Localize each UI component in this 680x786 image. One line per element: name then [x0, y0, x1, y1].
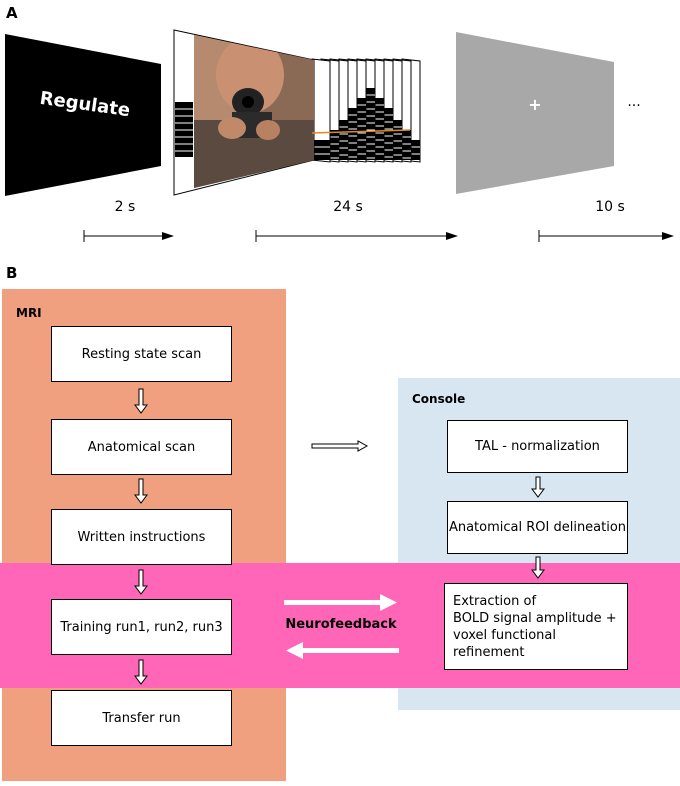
duration-cue: 2 s — [114, 199, 136, 215]
step-anatomical-scan: Anatomical scan — [51, 419, 232, 475]
down-arrow-console-2 — [531, 556, 545, 579]
neurofeedback-label: Neurofeedback — [285, 617, 397, 632]
panel-a-label: A — [6, 4, 18, 22]
feedback-frame-front — [173, 29, 315, 196]
step-written-instructions: Written instructions — [51, 509, 232, 565]
duration-rest: 10 s — [595, 199, 625, 215]
console-label: Console — [412, 392, 466, 406]
feedback-arrow-left — [286, 642, 399, 659]
step-training-runs: Training run1, run2, run3 — [51, 599, 232, 655]
fixation-symbol: + — [528, 95, 541, 114]
fixation-card — [456, 32, 614, 194]
extraction-line-1: Extraction of — [453, 593, 537, 609]
extraction-line-2: BOLD signal amplitude + — [453, 610, 617, 626]
extraction-line-3: voxel functional refinement — [453, 627, 556, 660]
ellipsis: ... — [627, 94, 640, 110]
down-arrow-console-1 — [531, 476, 545, 498]
threshold-line — [311, 129, 411, 134]
down-arrow-3 — [134, 569, 148, 595]
duration-feedback: 24 s — [333, 199, 363, 215]
down-arrow-2 — [134, 478, 148, 504]
right-arrow-to-console — [311, 440, 369, 452]
step-roi-delineation: Anatomical ROI delineation — [447, 501, 628, 554]
stimulus-sequence: Regulate + ... — [5, 29, 674, 242]
step-resting-state-scan: Resting state scan — [51, 326, 232, 382]
step-transfer-run: Transfer run — [51, 690, 232, 746]
feedback-bar — [313, 140, 330, 160]
panel-b-label: B — [6, 264, 18, 282]
cue-card — [5, 34, 161, 196]
feedback-arrow-right — [284, 594, 397, 611]
step-tal-normalization: TAL - normalization — [447, 420, 628, 473]
down-arrow-1 — [134, 388, 148, 414]
mri-label: MRI — [16, 306, 42, 320]
timeline-arrows — [83, 230, 674, 242]
step-signal-extraction: Extraction of BOLD signal amplitude + vo… — [444, 583, 628, 670]
down-arrow-4 — [134, 659, 148, 685]
